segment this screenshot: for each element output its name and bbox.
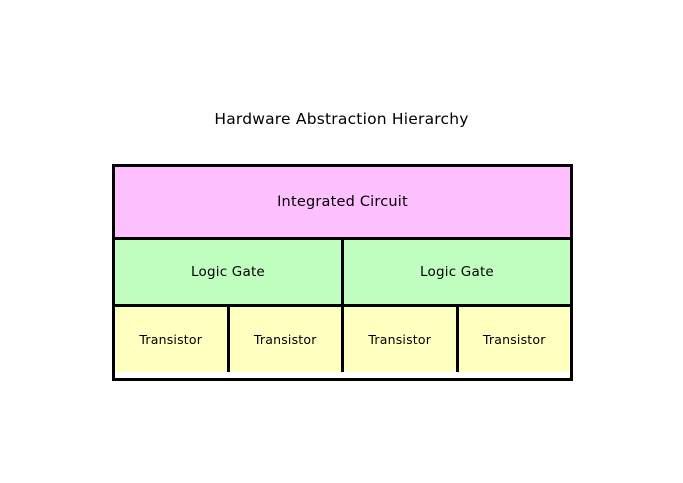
cell-transistor-2[interactable]: Transistor	[226, 307, 341, 372]
hierarchy-row-transistor: Transistor Transistor Transistor Transis…	[115, 307, 570, 372]
cell-transistor-1[interactable]: Transistor	[115, 307, 227, 372]
cell-integrated-circuit[interactable]: Integrated Circuit	[115, 167, 570, 237]
page-title: Hardware Abstraction Hierarchy	[214, 110, 469, 128]
hierarchy-row-integrated-circuit: Integrated Circuit	[115, 167, 570, 237]
hierarchy-diagram: Integrated Circuit Logic Gate Logic Gate…	[112, 164, 573, 381]
hierarchy-row-logic-gate: Logic Gate Logic Gate	[115, 237, 570, 307]
cell-logic-gate-1[interactable]: Logic Gate	[115, 240, 341, 304]
cell-transistor-4[interactable]: Transistor	[455, 307, 570, 372]
cell-transistor-3[interactable]: Transistor	[341, 307, 456, 372]
cell-logic-gate-2[interactable]: Logic Gate	[341, 240, 570, 304]
